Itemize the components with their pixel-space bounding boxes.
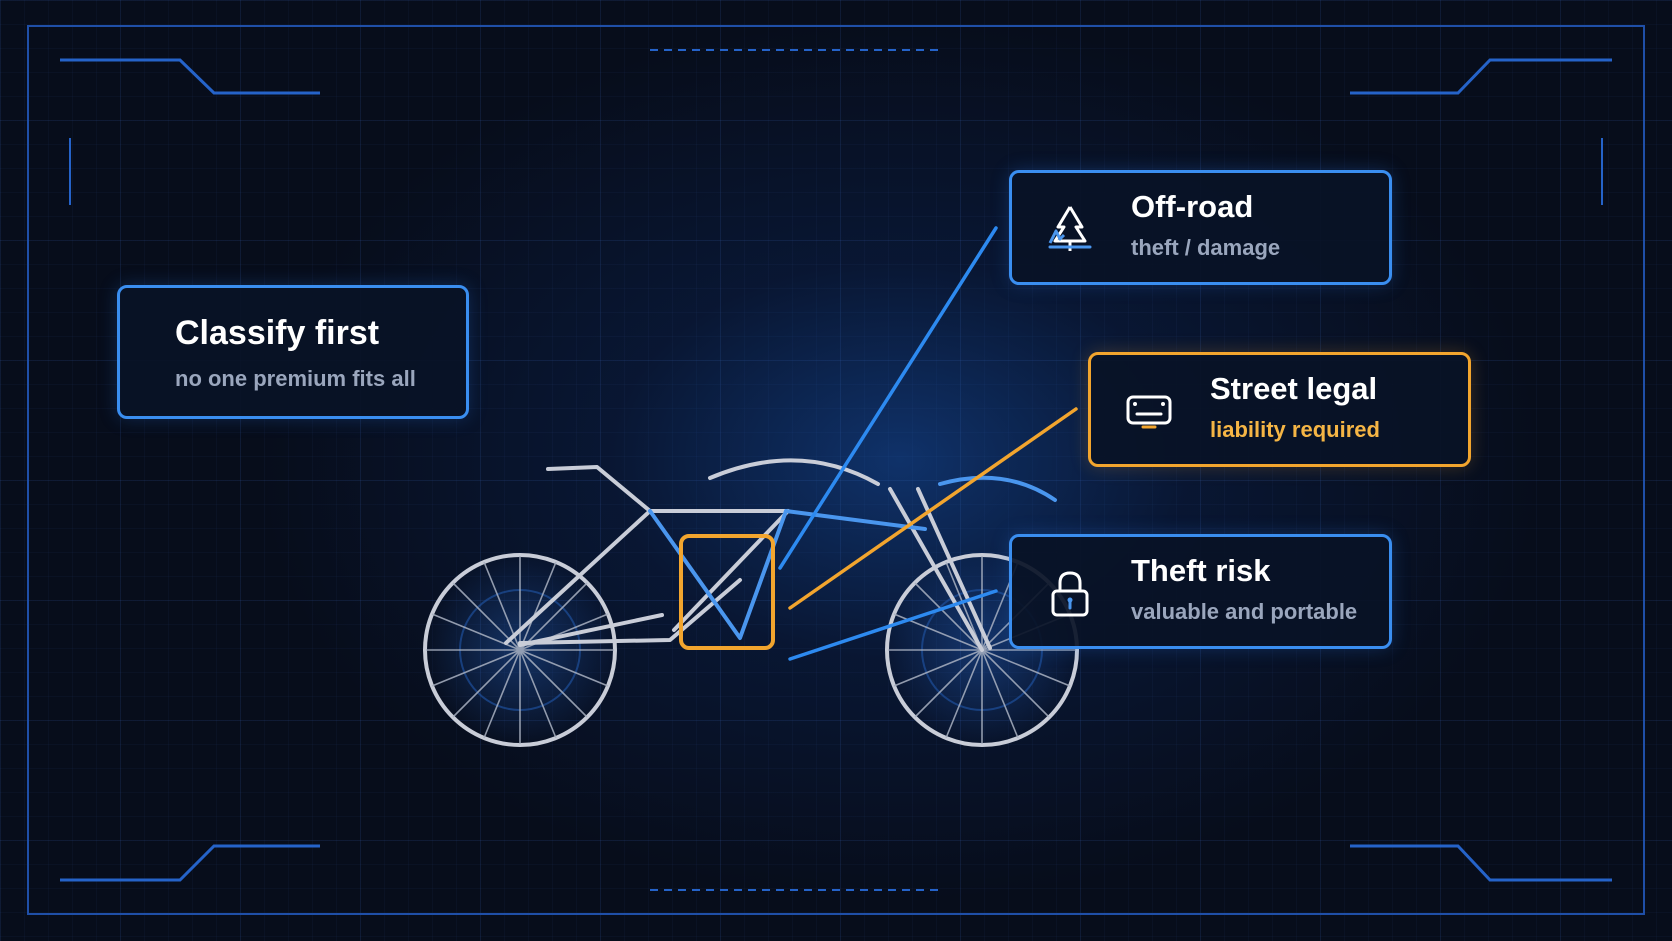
street-legal-card: Street legal liability required	[1088, 352, 1471, 467]
tree-icon	[1042, 201, 1098, 257]
connector-offroad	[778, 226, 998, 570]
connector-street	[788, 407, 1078, 610]
card-title: Off-road	[1131, 189, 1254, 224]
card-subtitle: liability required	[1210, 417, 1380, 442]
off-road-card: Off-road theft / damage	[1009, 170, 1392, 285]
card-title: Street legal	[1210, 371, 1378, 406]
card-title: Theft risk	[1131, 553, 1271, 588]
bike-frame	[504, 458, 992, 652]
card-title: Classify first	[175, 314, 380, 352]
license-plate-icon	[1121, 383, 1177, 439]
battery-box	[679, 534, 775, 650]
padlock-icon	[1042, 565, 1098, 621]
card-subtitle: no one premium fits all	[175, 366, 416, 391]
card-subtitle: theft / damage	[1131, 235, 1281, 260]
theft-risk-card: Theft risk valuable and portable	[1009, 534, 1392, 649]
rear-wheel	[423, 553, 617, 747]
connector-theft	[788, 589, 998, 661]
classify-first-card: Classify first no one premium fits all	[117, 285, 469, 419]
card-subtitle: valuable and portable	[1131, 599, 1358, 624]
